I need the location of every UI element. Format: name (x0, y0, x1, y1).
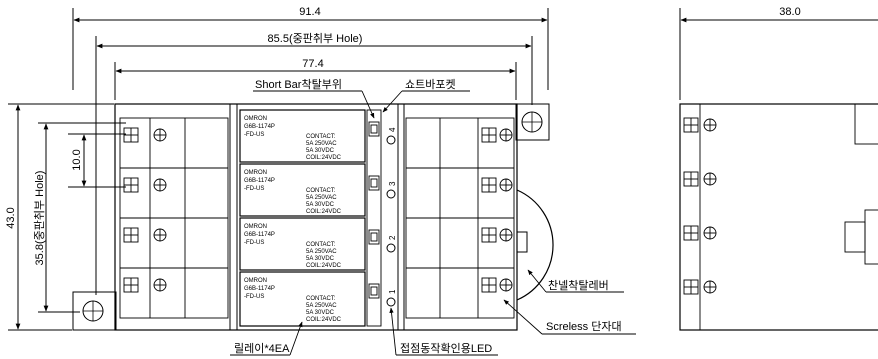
side-width-label: 38.0 (779, 6, 800, 18)
terminal-block-right (405, 117, 515, 319)
terminal-block-label: Screless 단자대 (546, 320, 622, 333)
relay-suffix: -FD-US (244, 294, 264, 300)
relay-brand: OMRON (244, 116, 267, 122)
relay-coil: COIL:24VDC (306, 155, 342, 161)
led-number: 2 (388, 235, 397, 240)
module-body (72, 103, 554, 331)
relay-contact-1: 5A 250VAC (306, 303, 337, 309)
terminal-screw (123, 177, 167, 193)
relay-suffix: -FD-US (244, 186, 264, 192)
relay-model: G6B-1174P (244, 124, 275, 130)
led-indicator (386, 189, 396, 199)
relay-bank: OMRON G6B-1174P -FD-US CONTACT: 5A 250VA… (239, 109, 366, 327)
inner-width-label: 77.4 (302, 58, 323, 70)
terminal-screw (481, 227, 513, 243)
led-indicator (386, 243, 396, 253)
pitch-label: 10.0 (71, 149, 83, 170)
height-overall-label: 43.0 (5, 207, 17, 228)
led-number: 4 (388, 127, 397, 132)
callout-short-bracket: 쇼트바포켓 (382, 78, 470, 113)
terminal-screw (123, 227, 167, 243)
release-lever-label: 찬넬착탈레버 (548, 278, 609, 292)
relay-contact-title: CONTACT: (306, 134, 336, 140)
short-bracket-label: 쇼트바포켓 (405, 78, 456, 91)
relay-contact-1: 5A 250VAC (306, 141, 337, 147)
hole-width-label: 85.5(중판취부 Hole) (268, 32, 363, 45)
relay-model: G6B-1174P (244, 232, 275, 238)
relay-suffix: -FD-US (244, 240, 264, 246)
side-view: 38.0 (679, 6, 878, 331)
terminal-screw (481, 127, 513, 143)
callout-relay: 릴레이*4EA (230, 321, 303, 356)
relay: OMRON G6B-1174P -FD-US CONTACT: 5A 250VA… (239, 271, 366, 327)
relay-coil: COIL:24VDC (306, 263, 342, 269)
relay: OMRON G6B-1174P -FD-US CONTACT: 5A 250VA… (239, 163, 366, 217)
short-bar-strip (366, 109, 382, 327)
relay-contact-title: CONTACT: (306, 242, 336, 248)
led-label: 접점동작확인용LED (400, 342, 492, 355)
relay-model: G6B-1174P (244, 286, 275, 292)
led-column: 4 3 2 1 (386, 127, 397, 307)
dimension-hole-width: 85.5(중판취부 Hole) (95, 32, 533, 295)
callout-short-bar: Short Bar착탈부위 (253, 78, 375, 119)
dimension-inner-width: 77.4 (114, 58, 517, 100)
relay: OMRON G6B-1174P -FD-US CONTACT: 5A 250VA… (239, 217, 366, 271)
led-indicator (386, 297, 396, 307)
terminal-screw (481, 177, 513, 193)
relay-suffix: -FD-US (244, 132, 264, 138)
led-number: 3 (388, 181, 397, 186)
relay-coil: COIL:24VDC (306, 209, 342, 215)
hole-height-label: 35.8(중판취부 Hole) (33, 171, 46, 266)
relay-brand: OMRON (244, 224, 267, 230)
relay-contact-1: 5A 250VAC (306, 249, 337, 255)
relay-coil: COIL:24VDC (306, 317, 342, 323)
relay-contact-title: CONTACT: (306, 296, 336, 302)
width-overall-label: 91.4 (299, 6, 320, 18)
led-number: 1 (388, 289, 397, 294)
relay-count-label: 릴레이*4EA (234, 342, 290, 355)
terminal-screw (123, 127, 167, 143)
callout-led: 접점동작확인용LED (389, 307, 498, 356)
terminal-screw (123, 277, 167, 293)
relay-contact-1: 5A 250VAC (306, 195, 337, 201)
relay-contact-2: 5A 30VDC (306, 202, 335, 208)
relay: OMRON G6B-1174P -FD-US CONTACT: 5A 250VA… (239, 109, 366, 163)
relay-model: G6B-1174P (244, 178, 275, 184)
callout-release-lever: 찬넬착탈레버 (527, 269, 624, 293)
dimension-pitch: 10.0 (68, 133, 126, 188)
short-bar-label: Short Bar착탈부위 (255, 78, 342, 91)
led-indicator (386, 135, 396, 145)
terminal-block-left (119, 117, 229, 319)
relay-contact-title: CONTACT: (306, 188, 336, 194)
side-terminal (683, 117, 717, 295)
callout-terminal-block: Screless 단자대 (503, 299, 636, 335)
dimension-hole-height: 35.8(중판취부 Hole) (33, 122, 126, 313)
terminal-screw (481, 277, 513, 293)
relay-contact-2: 5A 30VDC (306, 256, 335, 262)
relay-contact-2: 5A 30VDC (306, 310, 335, 316)
relay-brand: OMRON (244, 278, 267, 284)
dimension-height-overall: 43.0 (5, 103, 114, 331)
relay-contact-2: 5A 30VDC (306, 148, 335, 154)
dimension-width-overall: 91.4 (72, 6, 549, 90)
relay-brand: OMRON (244, 170, 267, 176)
